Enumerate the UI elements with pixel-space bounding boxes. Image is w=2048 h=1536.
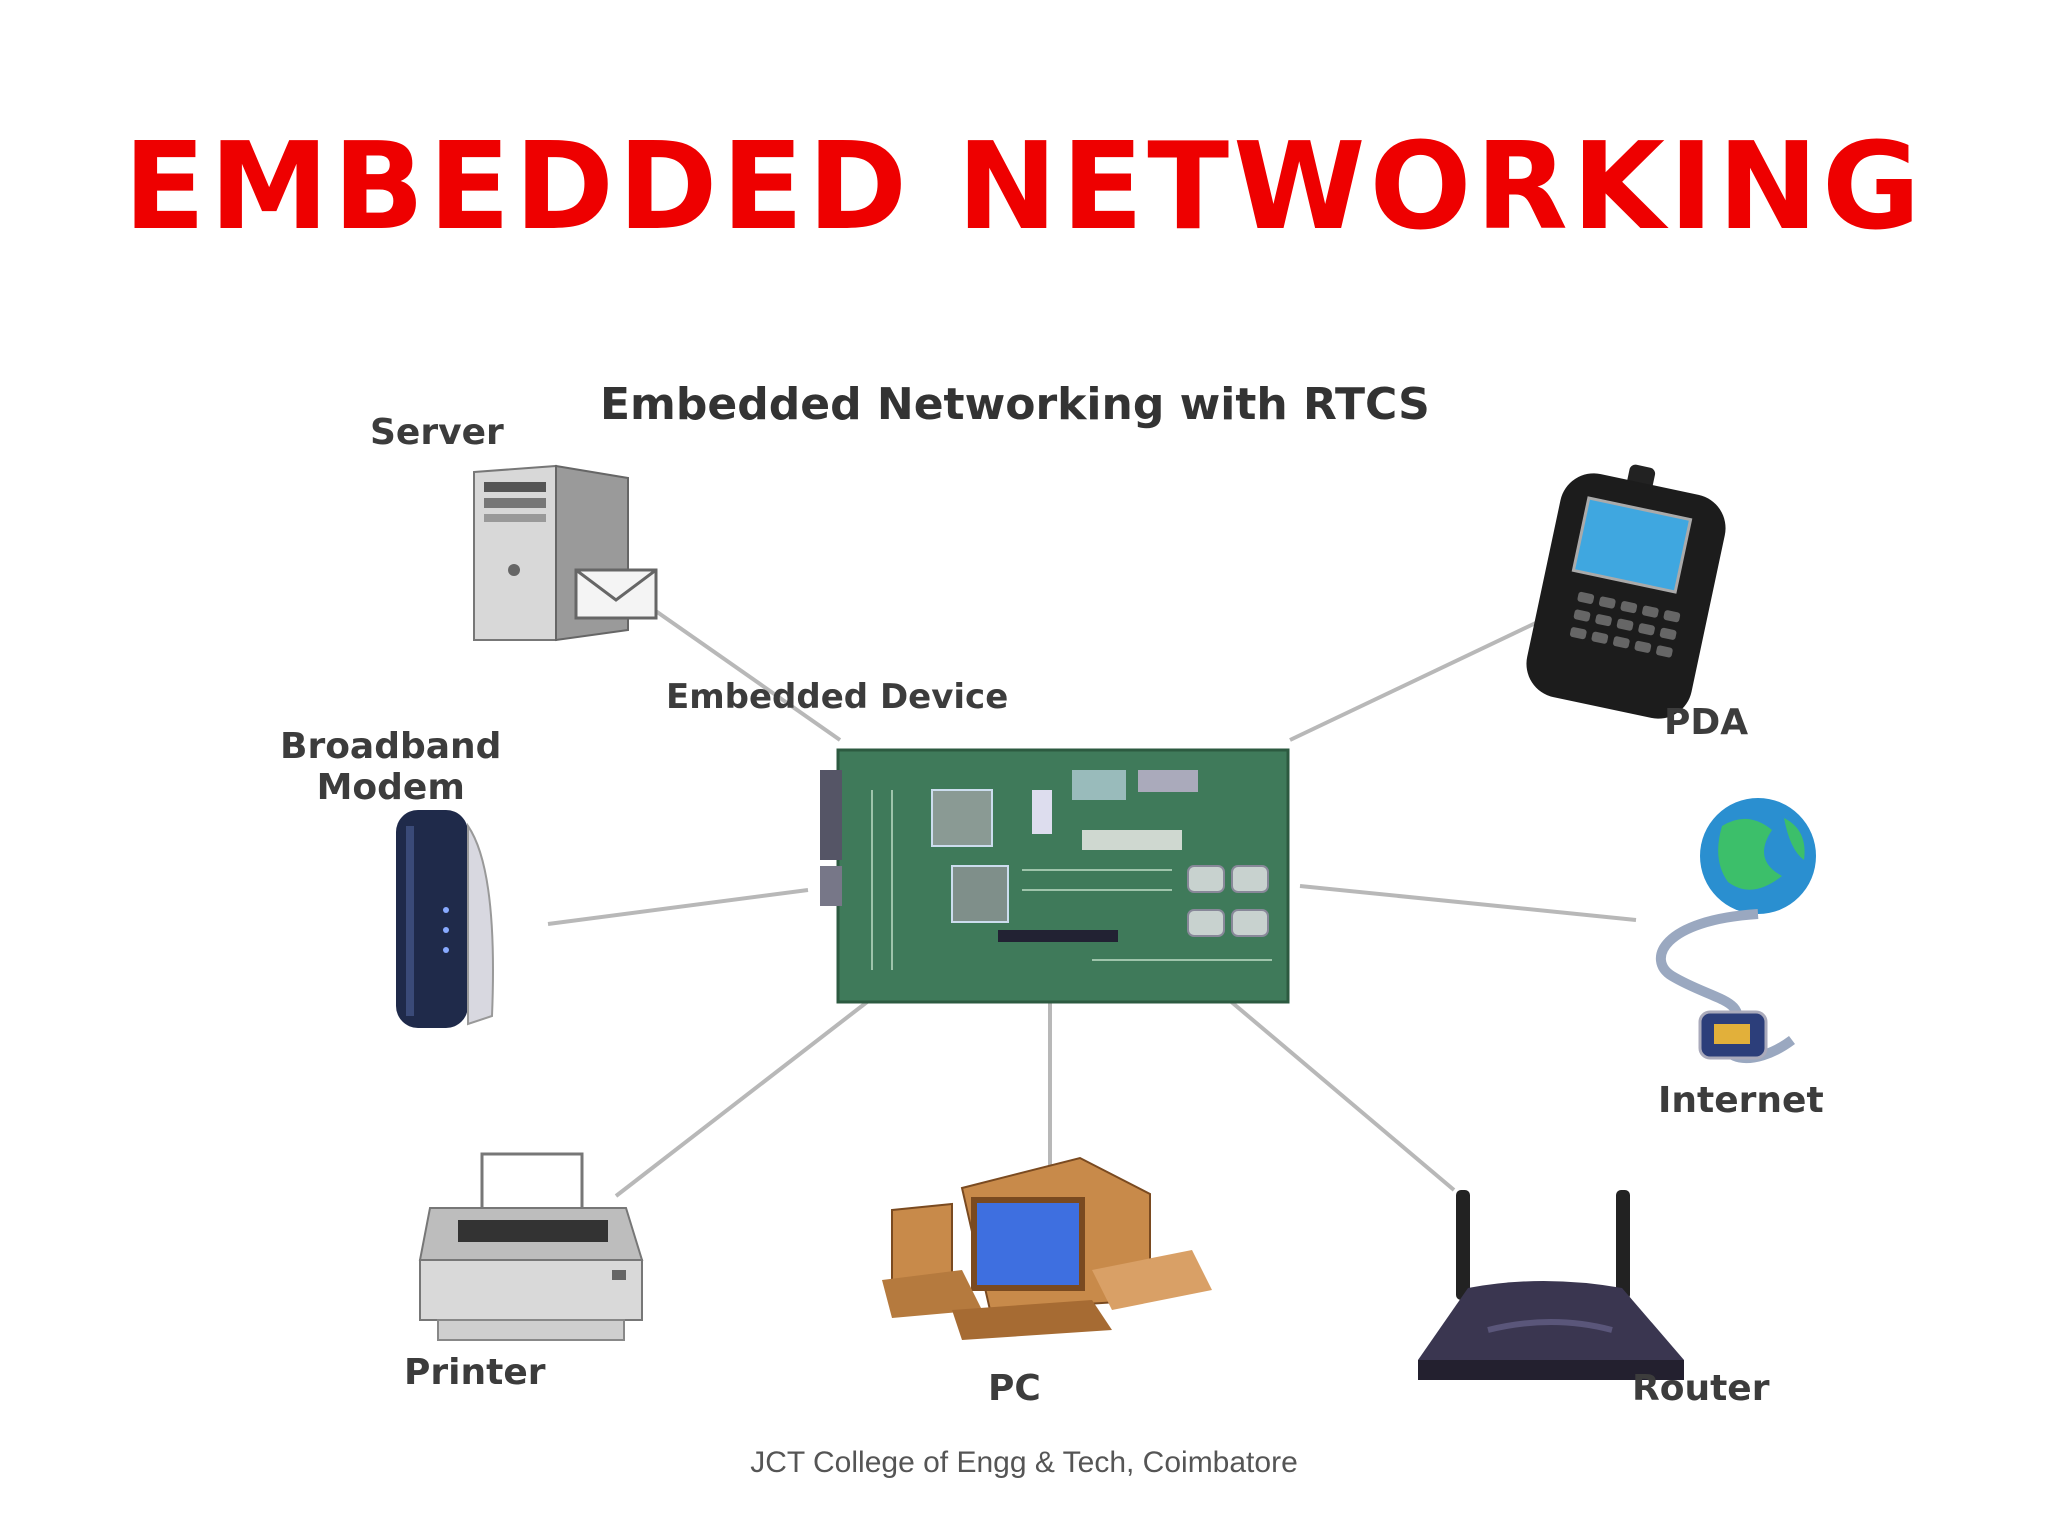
link-server: [638, 598, 842, 742]
link-pda: [1289, 618, 1543, 742]
node-label-modem-line2: Modem: [316, 767, 465, 809]
pda-icon: [1526, 464, 1726, 719]
node-label-modem: Broadband Modem: [280, 726, 501, 809]
diagram-title: Embedded Networking with RTCS: [600, 379, 1430, 430]
node-label-printer: Printer: [404, 1352, 546, 1393]
circuit-board-icon: [820, 748, 1290, 1004]
node-label-modem-line1: Broadband: [280, 726, 502, 767]
network-diagram: Embedded Networking with RTCS Server Emb…: [192, 270, 1864, 1536]
link-router: [1220, 992, 1456, 1192]
node-label-pc: PC: [988, 1368, 1041, 1409]
globe-icon: [1655, 798, 1816, 1064]
router-icon: [1418, 1190, 1684, 1380]
connection-lines: [547, 598, 1637, 1198]
node-label-router: Router: [1632, 1368, 1770, 1409]
node-label-pda: PDA: [1664, 702, 1749, 743]
center-label: Embedded Device: [666, 677, 1009, 717]
node-label-internet: Internet: [1658, 1080, 1824, 1121]
computer-icon: [882, 1156, 1212, 1340]
link-internet: [1299, 884, 1637, 922]
node-label-server: Server: [370, 412, 504, 453]
printer-icon: [418, 1152, 644, 1341]
modem-icon: [396, 810, 494, 1028]
link-printer: [614, 990, 882, 1198]
slide-footer: JCT College of Engg & Tech, Coimbatore: [750, 1446, 1298, 1479]
slide-title: EMBEDDED NETWORKING: [123, 118, 1925, 257]
diagram-graphics: [396, 464, 1816, 1380]
server-icon: [473, 464, 658, 642]
link-modem: [547, 888, 809, 926]
